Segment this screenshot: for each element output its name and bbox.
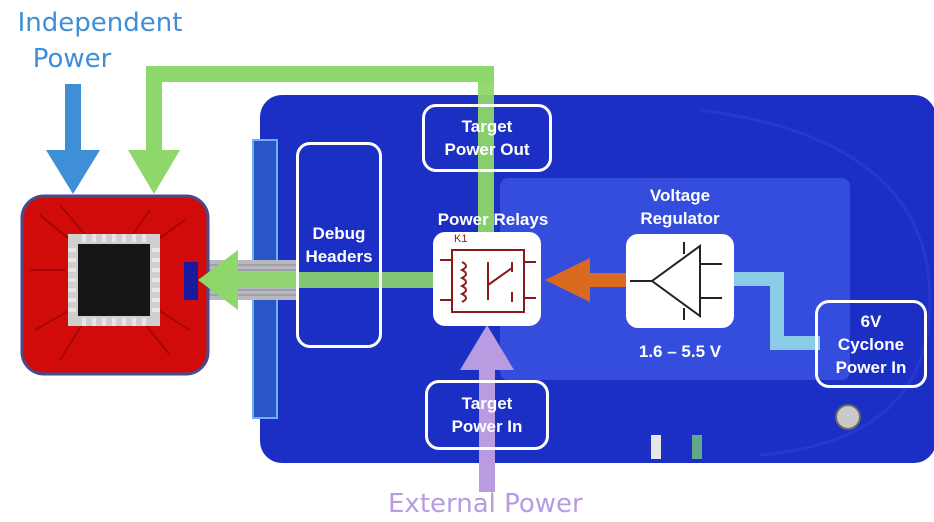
- independent-power-label-line2: Power: [32, 44, 112, 74]
- device-body-curve: [699, 108, 932, 457]
- cyclone-power-in-line3: Power In: [835, 357, 907, 377]
- relay-ref-label: K1: [454, 233, 468, 245]
- green-power-path: [128, 66, 494, 310]
- voltage-regulator-label: Voltage Regulator: [620, 184, 740, 230]
- cyclone-power-in-line1: 6V: [860, 311, 882, 331]
- cyclone-power-in-line2: Cyclone: [837, 334, 905, 354]
- target-chip-icon: [68, 234, 160, 326]
- voltage-range-label: 1.6 – 5.5 V: [638, 342, 722, 361]
- cyclone-power-in-box: 6V Cyclone Power In: [815, 300, 927, 388]
- power-relays-label: Power Relays: [437, 210, 549, 229]
- voltage-regulator-line2: Regulator: [640, 209, 720, 228]
- target-power-out-box: Target Power Out: [422, 104, 552, 172]
- debug-headers-line2: Headers: [305, 247, 373, 266]
- independent-power-arrow: [46, 84, 100, 194]
- regulator-box: [626, 234, 734, 328]
- debug-headers-box: Debug Headers: [296, 142, 382, 348]
- device-switch-1: [651, 435, 661, 459]
- external-power-label: External Power: [388, 489, 583, 519]
- independent-power-label-line1: Independent: [17, 8, 183, 38]
- target-power-out-line2: Power Out: [444, 140, 530, 159]
- relay-schematic-icon: [440, 249, 536, 313]
- target-power-in-line1: Target: [461, 394, 513, 413]
- device-button: [835, 404, 861, 430]
- target-header-pins: [184, 262, 198, 300]
- external-power-arrow: [460, 325, 514, 492]
- voltage-regulator-line1: Voltage: [649, 186, 711, 205]
- debug-headers-line1: Debug: [312, 224, 366, 243]
- target-power-in-box: Target Power In: [425, 380, 549, 450]
- device-switch-2: [692, 435, 702, 459]
- op-amp-schematic-icon: [630, 242, 722, 320]
- target-power-out-line1: Target: [461, 117, 513, 136]
- target-power-in-line2: Power In: [451, 417, 523, 436]
- independent-power-label: Independent Power: [10, 5, 190, 77]
